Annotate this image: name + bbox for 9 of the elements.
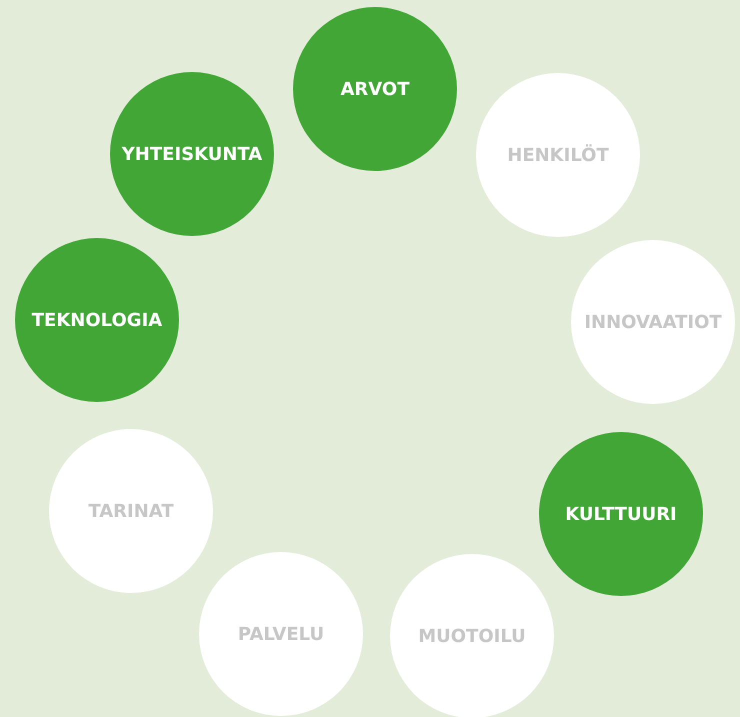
circle-label: TARINAT xyxy=(88,500,174,522)
circle-label: MUOTOILU xyxy=(418,626,526,646)
circle-label: KULTTUURI xyxy=(565,504,677,524)
circle-label: INNOVAATIOT xyxy=(584,312,722,332)
circle-label: HENKILÖT xyxy=(507,144,609,166)
circle-label: YHTEISKUNTA xyxy=(122,144,262,164)
circle-label: ARVOT xyxy=(340,78,410,100)
circle-label: TEKNOLOGIA xyxy=(32,310,162,330)
circle-label: PALVELU xyxy=(238,624,324,644)
